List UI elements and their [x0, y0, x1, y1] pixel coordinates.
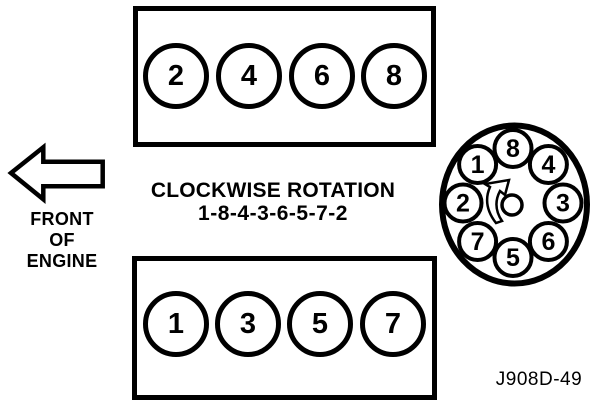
top-cylinder-bank: 2 4 6 8	[133, 6, 436, 147]
front-label-line: OF	[49, 230, 75, 250]
cylinder-circle: 8	[361, 43, 427, 109]
cylinder-number: 2	[167, 59, 185, 92]
distributor-plug-circle	[527, 144, 569, 185]
bottom-cylinder-bank: 1 3 5 7	[132, 256, 437, 400]
front-of-engine-label: FRONT OF ENGINE	[12, 209, 112, 272]
cylinder-circle: 6	[289, 43, 355, 109]
rotation-block: CLOCKWISE ROTATION 1-8-4-3-6-5-7-2	[132, 179, 414, 225]
cylinder-circle: 7	[360, 291, 426, 357]
front-of-engine-arrow-icon	[7, 142, 105, 205]
cylinder-circle: 3	[215, 291, 281, 357]
distributor-plug-number: 1	[471, 151, 485, 179]
rotation-title: CLOCKWISE ROTATION	[150, 179, 396, 202]
distributor-plug-circle	[442, 182, 484, 224]
distributor-plug-circle	[492, 237, 534, 278]
distributor-center-post	[500, 193, 524, 217]
figure-code: J908D-49	[495, 369, 583, 390]
cylinder-number: 4	[240, 59, 258, 92]
distributor-plug-circle	[527, 221, 569, 262]
cylinder-circle: 4	[216, 43, 282, 109]
cylinder-circle: 5	[287, 291, 353, 357]
firing-order-text: 1-8-4-3-6-5-7-2	[198, 202, 348, 225]
cylinder-number: 8	[385, 59, 403, 92]
distributor-plug-circle	[492, 128, 534, 169]
distributor-plug-circle	[457, 221, 499, 262]
distributor-plug-number: 6	[541, 228, 555, 256]
cylinder-number: 6	[313, 59, 331, 92]
distributor-plug-number: 7	[471, 228, 485, 256]
distributor-plug-number: 5	[506, 244, 520, 272]
front-label-line: FRONT	[30, 209, 94, 229]
distributor-plug-number: 4	[541, 151, 555, 179]
cylinder-number: 7	[384, 307, 402, 340]
cylinder-circle: 2	[143, 43, 209, 109]
cylinder-number: 5	[311, 307, 329, 340]
cylinder-circle: 1	[143, 291, 209, 357]
clockwise-rotation-arrow-icon	[481, 178, 511, 225]
cylinder-number: 1	[167, 307, 185, 340]
distributor-plug-number: 3	[556, 190, 570, 218]
front-label-line: ENGINE	[26, 251, 98, 271]
cylinder-number: 3	[239, 307, 257, 340]
distributor-plug-circle	[457, 144, 499, 185]
distributor-plug-number: 2	[456, 190, 470, 218]
distributor-plug-number: 8	[506, 135, 520, 163]
distributor-plug-circle	[542, 182, 584, 224]
